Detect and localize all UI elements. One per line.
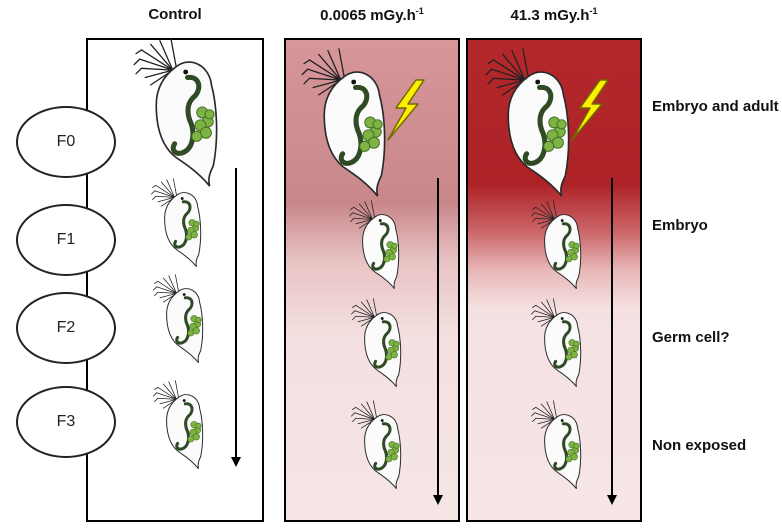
daphnia-icon xyxy=(153,275,202,363)
daphnia-icon xyxy=(351,299,400,387)
daphnia-icon xyxy=(531,299,580,387)
daphnia-icon xyxy=(351,401,400,489)
daphnia-icon xyxy=(151,179,200,267)
daphnia-icon xyxy=(134,39,216,186)
daphnia-icon xyxy=(349,201,398,289)
daphnia-icon xyxy=(302,49,384,196)
lightning-bolt-icon xyxy=(572,80,608,140)
daphnia-icon xyxy=(153,381,202,469)
lightning-bolt-icon xyxy=(388,80,424,140)
daphnia-icon xyxy=(531,201,580,289)
daphnia-icon xyxy=(531,401,580,489)
daphnia-icon xyxy=(486,49,568,196)
